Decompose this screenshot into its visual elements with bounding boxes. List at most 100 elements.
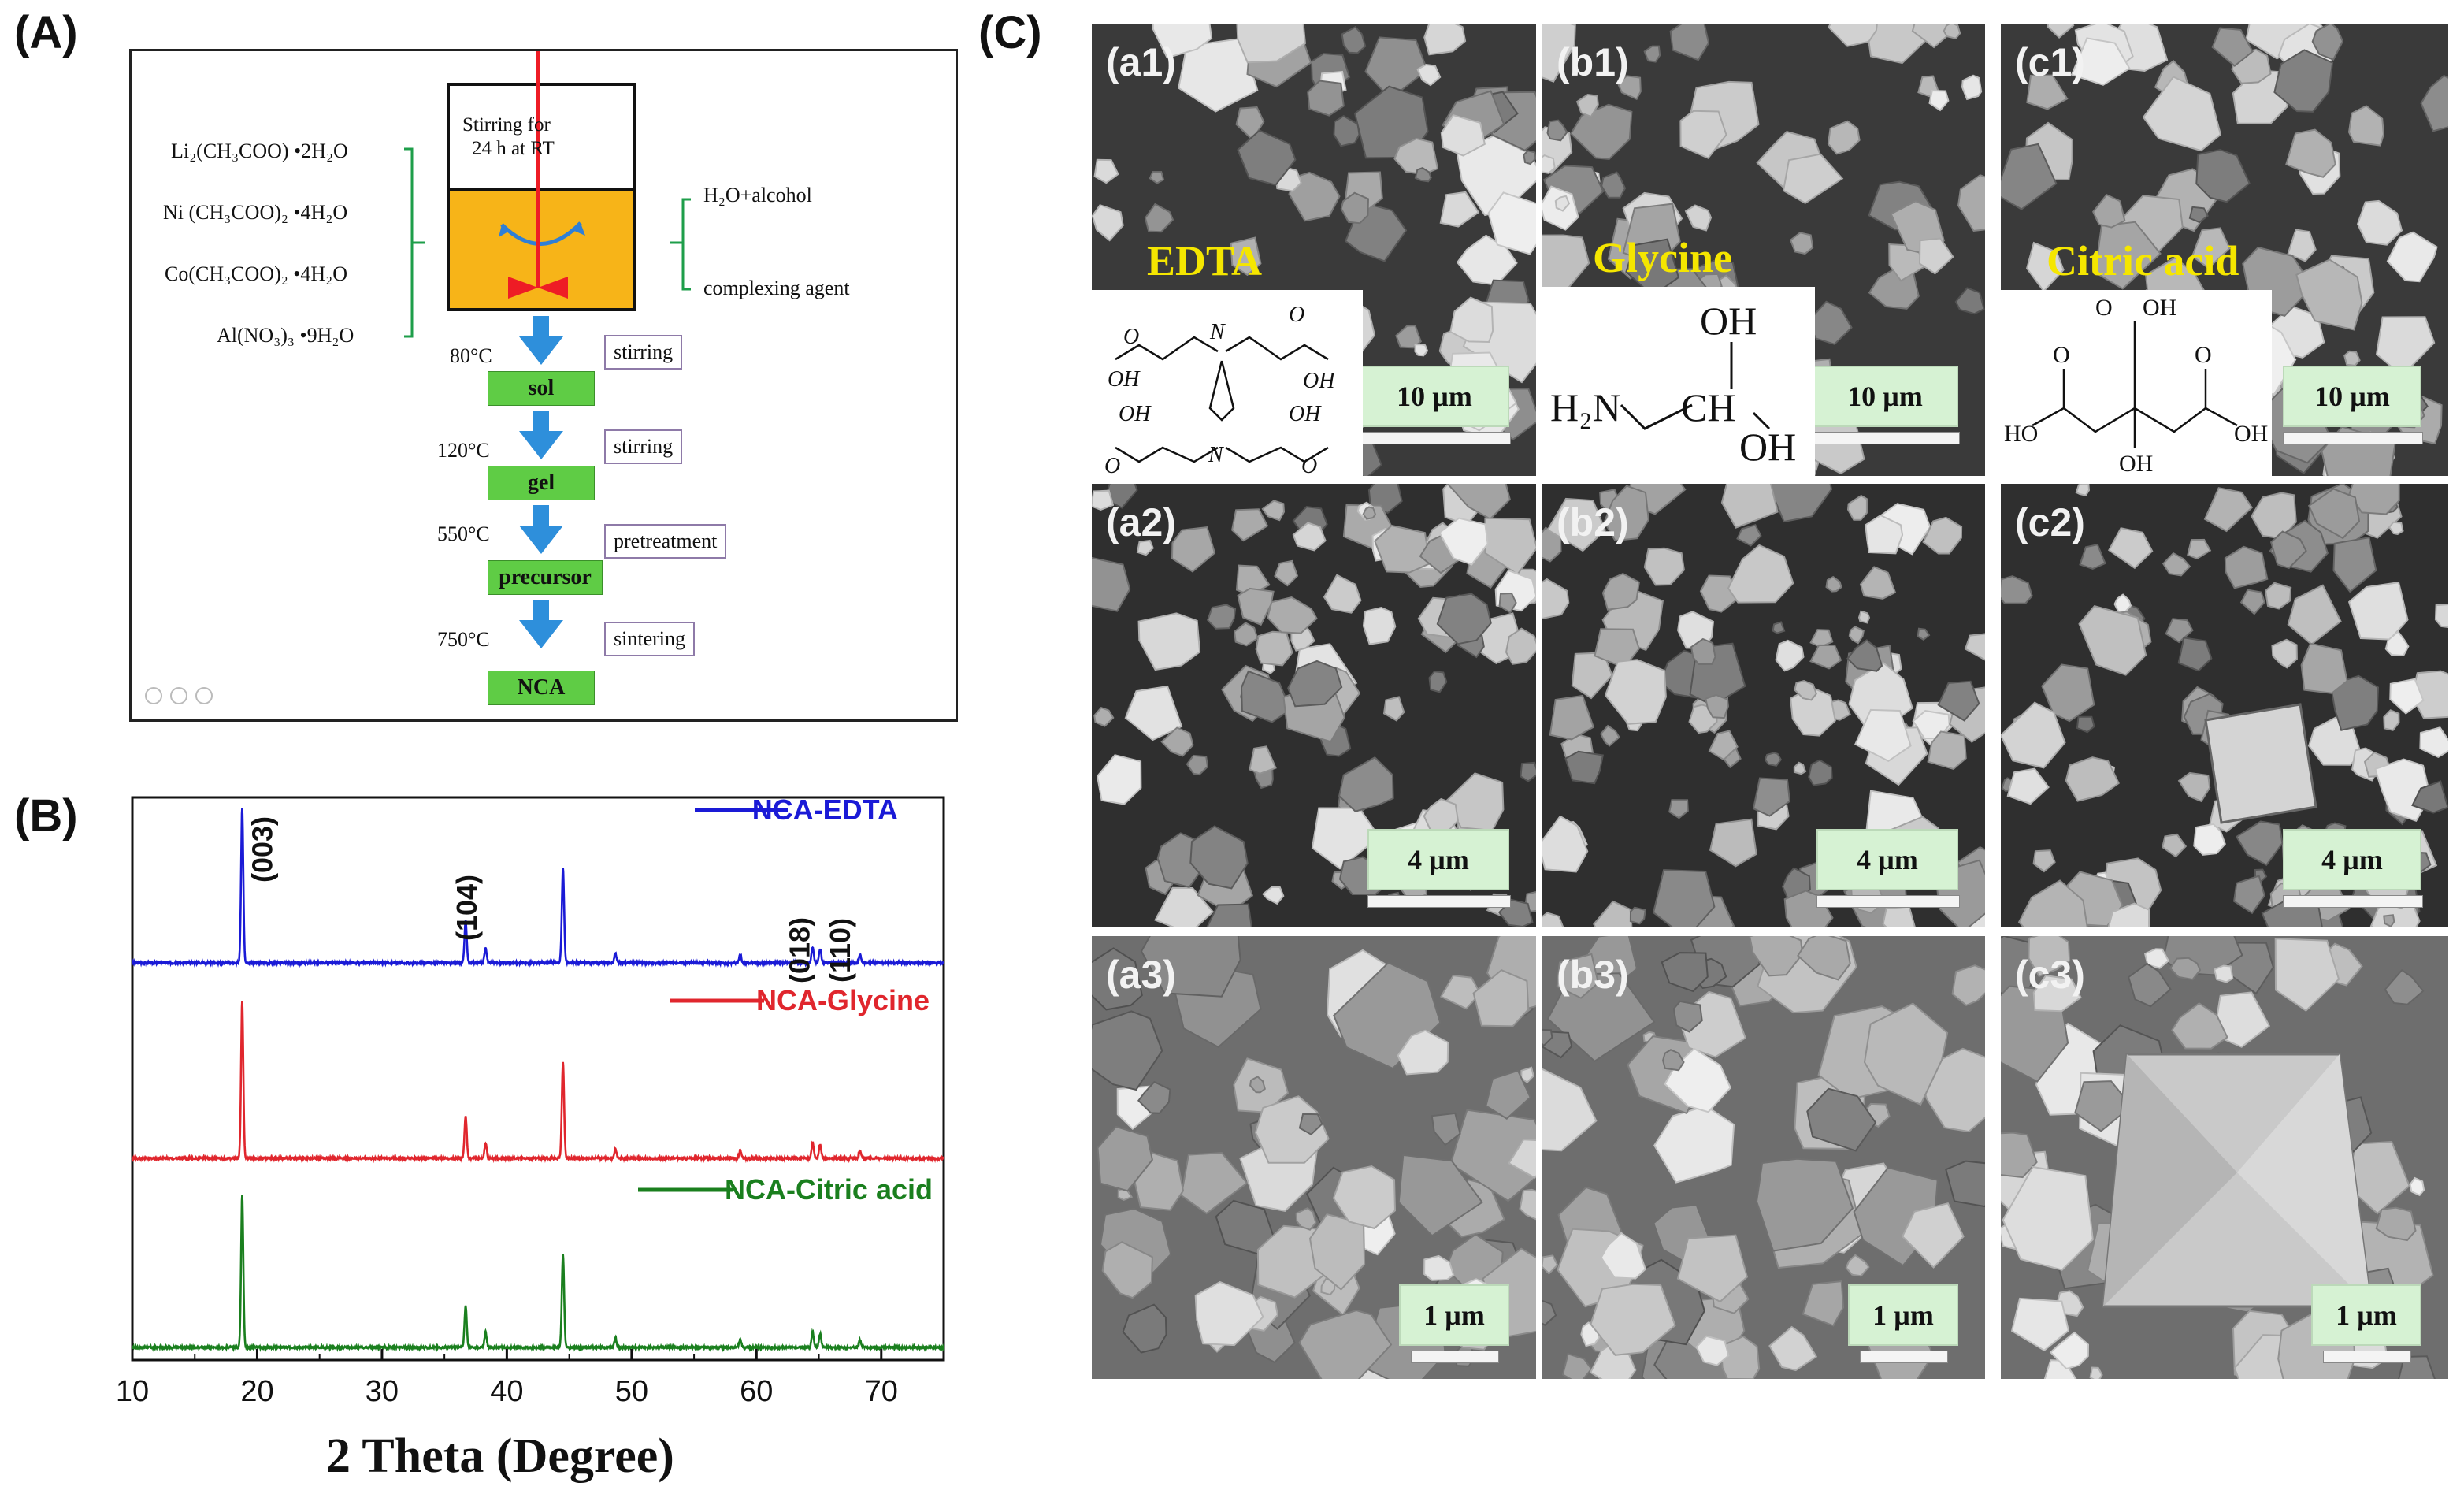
svg-text:OH: OH: [1303, 369, 1336, 393]
scale-bar-label: 1 µm: [1399, 1284, 1509, 1346]
sem-panel-c2: (c2) 4 µm: [2001, 484, 2448, 927]
process-4: sintering: [604, 622, 695, 656]
panel-label-b: (B): [14, 790, 78, 842]
scale-bar-label: 10 µm: [2283, 366, 2421, 427]
scale-bar: [1816, 895, 1960, 908]
scheme-graphics: [145, 51, 691, 704]
svg-text:N: N: [1209, 320, 1226, 344]
vessel-text-2: 24 h at RT: [472, 138, 555, 159]
svg-text:O: O: [2095, 295, 2113, 321]
peak-label: (104): [451, 875, 483, 941]
chemical-structure: N N O OH O OH OH OH O O: [1092, 290, 1363, 478]
complexing-agent-name: Citric acid: [2047, 237, 2239, 284]
svg-text:OH: OH: [1700, 299, 1757, 343]
peak-label: (110): [824, 918, 856, 983]
svg-text:O: O: [1301, 454, 1317, 476]
sem-panel-label: (c2): [2015, 500, 2085, 544]
svg-text:OH: OH: [1739, 425, 1796, 469]
x-tick-label: 60: [740, 1375, 773, 1408]
svg-text:OH: OH: [1289, 402, 1322, 426]
product-sol: sol: [488, 371, 595, 406]
svg-text:HO: HO: [2004, 421, 2038, 447]
svg-text:OH: OH: [2119, 451, 2153, 476]
svg-text:OH: OH: [2234, 421, 2268, 447]
product-precursor: precursor: [488, 560, 603, 595]
x-tick-label: 20: [240, 1375, 273, 1408]
scale-bar-label: 10 µm: [1812, 366, 1958, 427]
scale-bar: [1360, 432, 1511, 444]
sem-panel-label: (c1): [2015, 40, 2085, 84]
reagent-li: Li₂(CH₃COO) •2H₂O: [171, 139, 348, 162]
complexing-agent-label: complexing agent: [703, 277, 850, 299]
scale-bar: [1411, 1351, 1499, 1363]
scale-bar-label: 4 µm: [1816, 829, 1958, 890]
svg-text:O: O: [1104, 454, 1120, 476]
process-2: stirring: [604, 429, 683, 464]
panel-label-a: (A): [14, 7, 78, 58]
reagent-ni: Ni (CH₃COO)₂ •4H₂O: [163, 201, 348, 224]
svg-text:OH: OH: [1119, 402, 1152, 426]
temp-4: 750°C: [437, 628, 490, 651]
scale-bar-label: 4 µm: [1367, 829, 1509, 890]
sem-panel-label: (b2): [1557, 500, 1629, 544]
reagent-al: Al(NO₃)₃ •9H₂O: [217, 324, 354, 347]
sem-micrograph: [2001, 936, 2448, 1379]
complexing-agent-name: Glycine: [1593, 234, 1732, 281]
plot-frame: [131, 796, 945, 1362]
xrd-series-line: [132, 1195, 945, 1353]
product-gel: gel: [488, 466, 595, 500]
temp-3: 550°C: [437, 522, 490, 545]
svg-text:O: O: [1123, 325, 1139, 349]
sem-panel-label: (b3): [1557, 953, 1629, 997]
sem-panel-a2: (a2) 4 µm: [1092, 484, 1536, 927]
process-1: stirring: [604, 335, 683, 370]
sem-panel-label: (a2): [1106, 500, 1176, 544]
scale-bar-label: 1 µm: [2311, 1284, 2421, 1346]
scale-bar-label: 10 µm: [1360, 366, 1509, 427]
sem-panel-b2: (b2) 4 µm: [1542, 484, 1985, 927]
svg-text:OH: OH: [2143, 295, 2176, 321]
reagent-co: Co(CH₃COO)₂ •4H₂O: [165, 262, 348, 285]
x-tick-label: 30: [366, 1375, 399, 1408]
scale-bar: [2323, 1351, 2411, 1363]
temp-2: 120°C: [437, 439, 490, 462]
svg-text:H₂N: H₂N: [1550, 385, 1621, 429]
svg-text:O: O: [2053, 342, 2070, 368]
structure-drawing: N N O OH O OH OH OH O O: [1104, 303, 1336, 478]
sem-panel-b3: (b3) 1 µm: [1542, 936, 1985, 1379]
sem-panel-a3: (a3) 1 µm: [1092, 936, 1536, 1379]
process-3: pretreatment: [604, 524, 727, 559]
scale-bar: [1860, 1351, 1948, 1363]
scale-bar: [1812, 432, 1960, 444]
sem-panel-label: (c3): [2015, 953, 2085, 997]
temp-1: 80°C: [450, 344, 492, 367]
svg-text:N: N: [1208, 443, 1224, 467]
scale-bar-label: 4 µm: [2283, 829, 2421, 890]
scale-bar: [2283, 432, 2423, 444]
peak-label: (003): [246, 816, 278, 883]
scale-bar-label: 1 µm: [1848, 1284, 1958, 1346]
legend-label: NCA-Citric acid: [725, 1173, 933, 1206]
svg-text:O: O: [2195, 342, 2212, 368]
panel-label-c: (C): [978, 7, 1042, 58]
x-tick-label: 70: [865, 1375, 898, 1408]
complexing-agent-name: EDTA: [1147, 237, 1263, 284]
sem-panel-label: (b1): [1557, 40, 1629, 84]
solvent-label: H₂O+alcohol: [703, 184, 812, 206]
xrd-series-line: [132, 808, 945, 968]
svg-text:OH: OH: [1108, 367, 1141, 392]
xrd-series-line: [131, 1001, 944, 1164]
sem-panel-label: (a1): [1106, 40, 1176, 84]
x-tick-label: 10: [116, 1375, 149, 1408]
sem-micrograph: [2001, 484, 2448, 927]
peak-label: (018): [784, 917, 816, 983]
x-tick-label: 40: [490, 1375, 523, 1408]
svg-text:O: O: [1289, 303, 1304, 327]
sem-panel-label: (a3): [1106, 953, 1176, 997]
legend-label: NCA-EDTA: [752, 796, 898, 826]
